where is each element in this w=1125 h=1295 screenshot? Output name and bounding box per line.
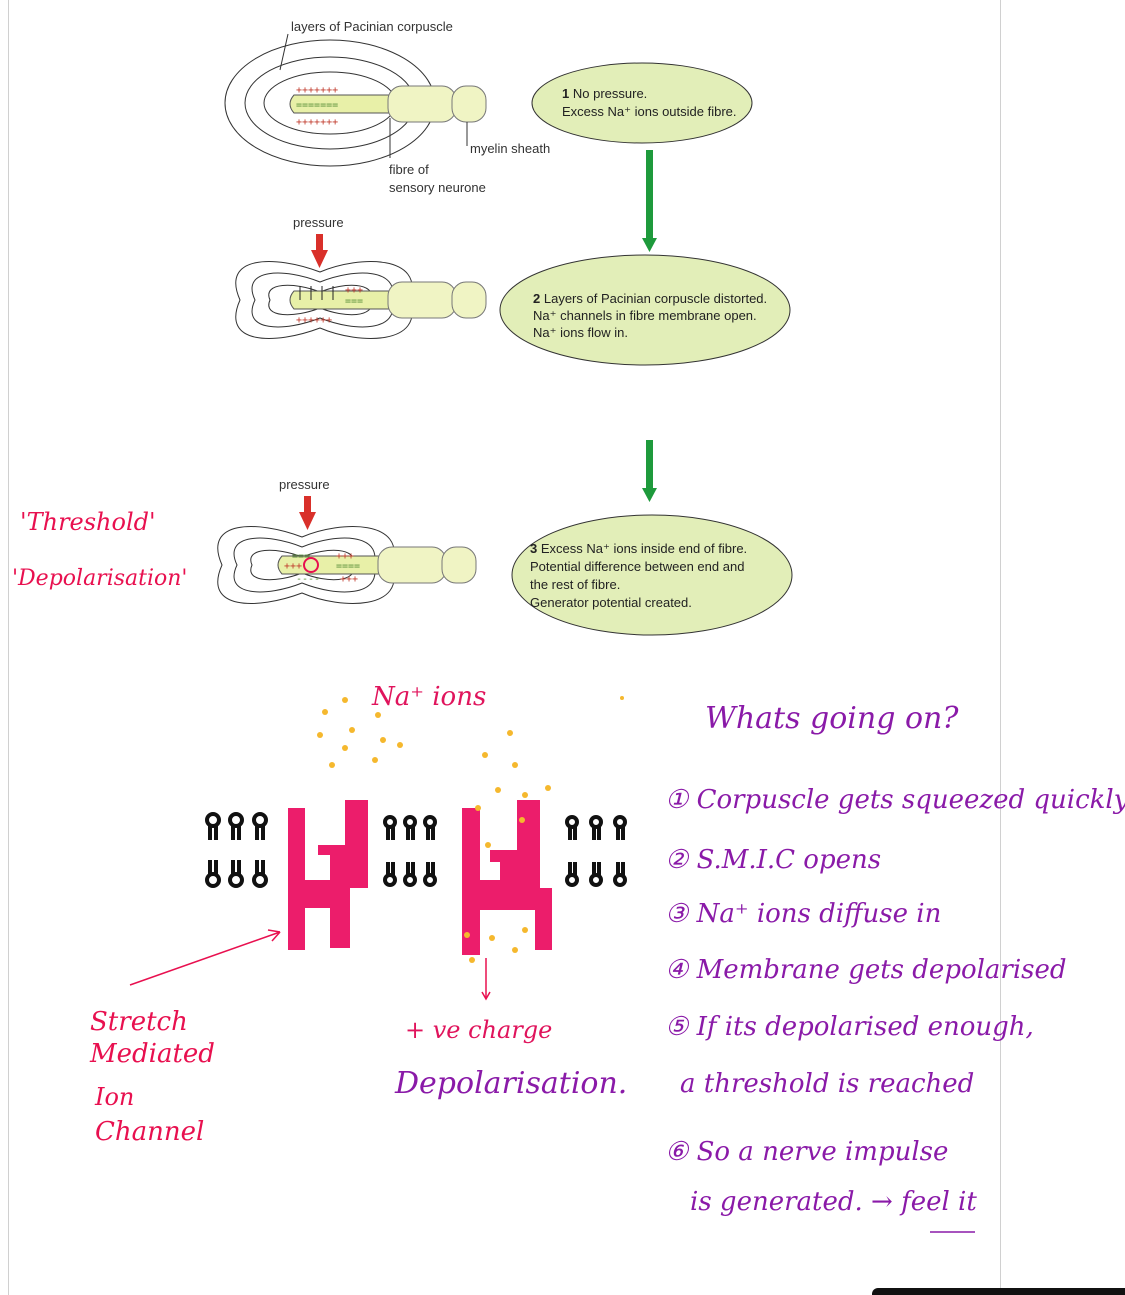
- box3-line-1: Excess Na⁺ ions inside end of fibre.: [541, 541, 747, 556]
- note-stretch-1: Stretch: [90, 1007, 188, 1037]
- svg-text:+++++++: +++++++: [296, 117, 338, 128]
- svg-text:+++: +++: [345, 285, 363, 296]
- note-step-2: ② S.M.I.C opens: [665, 845, 881, 875]
- corpuscle-stage-3: === +++ +++ ==== ---- +++: [217, 526, 477, 604]
- ion-channel-left: [288, 800, 368, 950]
- note-step-3: ③ Na⁺ ions diffuse in: [665, 899, 941, 929]
- box1-line-1: No pressure.: [573, 86, 647, 101]
- box3-line-4: Generator potential created.: [530, 595, 692, 610]
- box3-line-2: Potential difference between end and: [530, 559, 744, 574]
- box1-num: 1: [562, 86, 569, 101]
- ion-channel-right: [462, 800, 552, 955]
- note-step-1: ① Corpuscle gets squeezed quickly: [665, 785, 1125, 815]
- note-step-4: ④ Membrane gets depolarised: [665, 955, 1067, 985]
- svg-text:1 No pressure.: 1 No pressure.: [562, 86, 647, 101]
- box2-num: 2: [533, 291, 540, 306]
- label-fibre-1: fibre of: [389, 162, 429, 177]
- label-pressure-1: pressure: [293, 215, 344, 230]
- note-plus-charge: + ve charge: [405, 1016, 552, 1044]
- svg-text:2 Layers of Pacinian corpuscle: 2 Layers of Pacinian corpuscle distorted…: [533, 291, 767, 306]
- svg-text:+++: +++: [340, 574, 358, 585]
- note-na-ions: Na⁺ ions: [371, 682, 486, 712]
- note-step-5: ⑤ If its depolarised enough,: [665, 1012, 1034, 1042]
- leader-line-layers: [279, 33, 289, 71]
- svg-text:++++++: ++++++: [296, 315, 332, 326]
- svg-text:3 Excess Na⁺ ions inside end o: 3 Excess Na⁺ ions inside end of fibre.: [530, 541, 747, 556]
- box3-num: 3: [530, 541, 537, 556]
- box3-line-3: the rest of fibre.: [530, 577, 620, 592]
- note-step-6b: is generated. → feel it: [690, 1187, 977, 1217]
- svg-text:+++++++: +++++++: [296, 85, 338, 96]
- pointer-arrow-stretch: [129, 931, 281, 986]
- pointer-arrow-stretch-head: [267, 929, 281, 942]
- green-arrow-1: [642, 150, 657, 252]
- pressure-arrow-1: [311, 234, 328, 268]
- label-pressure-2: pressure: [279, 477, 330, 492]
- note-step-6: ⑥ So a nerve impulse: [665, 1137, 948, 1167]
- membrane-sketch: [205, 696, 627, 963]
- note-depolarisation-side: 'Depolarisation': [12, 566, 187, 591]
- note-stretch-3: Ion: [94, 1083, 134, 1111]
- pointer-line-charge-head: [481, 991, 491, 1001]
- note-step-5b: a threshold is reached: [680, 1069, 974, 1099]
- note-whats-going-on: Whats going on?: [705, 701, 959, 736]
- box2-line-3: Na⁺ ions flow in.: [533, 325, 628, 340]
- info-box-2: 2 Layers of Pacinian corpuscle distorted…: [499, 254, 791, 366]
- svg-text:+++: +++: [336, 551, 354, 562]
- info-box-1: 1 No pressure. Excess Na⁺ ions outside f…: [531, 62, 753, 144]
- box1-line-2: Excess Na⁺ ions outside fibre.: [562, 104, 737, 119]
- label-layers: layers of Pacinian corpuscle: [291, 19, 453, 34]
- corpuscle-stage-2: +++ === ++++++: [235, 261, 487, 339]
- svg-text:=======: =======: [296, 100, 338, 111]
- page-border-left: [8, 0, 9, 1295]
- note-stretch-4: Channel: [95, 1117, 204, 1147]
- green-arrow-2: [642, 440, 657, 502]
- box2-line-1: Layers of Pacinian corpuscle distorted.: [544, 291, 767, 306]
- note-stretch-2: Mediated: [89, 1039, 215, 1069]
- bottom-bar: [872, 1288, 1125, 1295]
- svg-text:+++: +++: [284, 561, 302, 572]
- note-threshold: 'Threshold': [20, 508, 156, 536]
- box2-line-2: Na⁺ channels in fibre membrane open.: [533, 308, 757, 323]
- note-depolarisation: Depolarisation.: [394, 1066, 627, 1101]
- corpuscle-stage-1: +++++++ ======= +++++++: [224, 39, 487, 167]
- info-box-3: 3 Excess Na⁺ ions inside end of fibre. P…: [511, 514, 793, 636]
- svg-text:====: ====: [336, 561, 360, 572]
- svg-text:----: ----: [296, 574, 320, 585]
- na-ion-dots: [317, 696, 624, 963]
- label-fibre-2: sensory neurone: [389, 180, 486, 195]
- svg-text:===: ===: [345, 296, 363, 307]
- page-border-right: [1000, 0, 1001, 1295]
- pressure-arrow-2: [299, 496, 316, 530]
- svg-text:===: ===: [292, 551, 310, 562]
- label-myelin: myelin sheath: [470, 141, 550, 156]
